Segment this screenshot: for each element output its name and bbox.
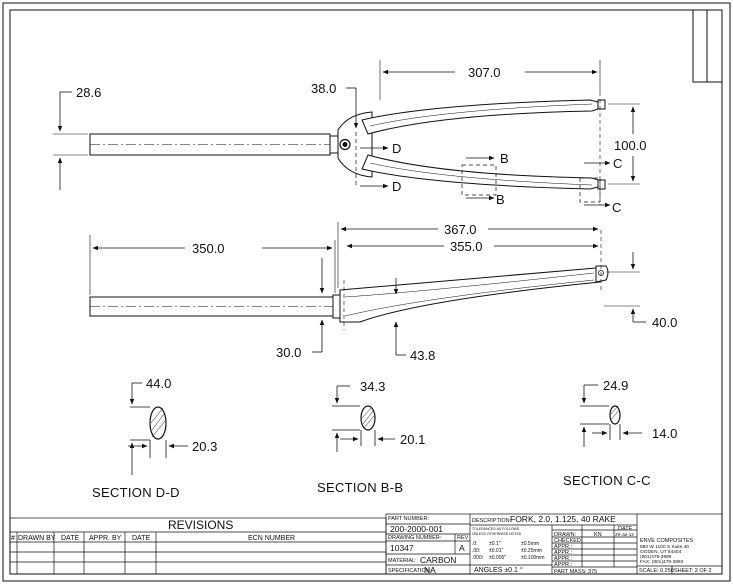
tol-row-1-mm: ±0.5mm: [521, 541, 539, 547]
section-d-d: [128, 382, 188, 475]
section-b-title: SECTION B-B: [317, 480, 403, 495]
tol-row-2-in: ±0.01": [489, 548, 503, 554]
title-block-grid: [385, 513, 723, 575]
section-c-major-dim: 24.9: [603, 378, 628, 393]
section-c-title: SECTION C-C: [563, 473, 651, 488]
section-b-b: [332, 385, 395, 452]
dim-axle-to-crown: 355.0: [450, 239, 483, 254]
appr-label-3: APPR.:: [554, 556, 573, 562]
rev-col-appr-by: APPR. BY: [89, 535, 122, 542]
section-c-minor-dim: 14.0: [652, 426, 677, 441]
appr-label-4: APPR.:: [554, 562, 573, 568]
material-value: CARBON: [420, 555, 456, 565]
tol-row-1-key: .0:: [472, 541, 478, 547]
angles-tolerance: ANGLES ±0.1 °: [474, 566, 523, 574]
rev-col-ecn: ECN NUMBER: [248, 535, 295, 542]
section-label-c-top: C: [613, 156, 622, 171]
drawn-label: DRAWN:: [554, 532, 577, 538]
section-label-b-bottom: B: [496, 192, 505, 207]
tol-row-2-mm: ±0.25mm: [521, 548, 542, 554]
drawing-number-label: DRAWING NUMBER:: [388, 535, 442, 541]
tol-row-3-mm: ±0.100mm: [521, 555, 545, 561]
section-label-c-bottom: C: [612, 200, 621, 215]
company-address-1: 880 W 1100 S Suite 40: [640, 544, 689, 550]
appr-label-1: APPR.:: [554, 544, 573, 550]
dim-overall-length: 367.0: [444, 222, 477, 237]
part-number-value: 200-2000-001: [390, 524, 443, 534]
specification-label: SPECIFICATION:: [388, 568, 432, 574]
section-label-b-top: B: [500, 151, 509, 166]
specification-value: NA: [424, 565, 436, 575]
part-mass-value: 375: [588, 569, 597, 575]
dim-steerer-length: 350.0: [192, 241, 225, 256]
rev-col-drawn-by: DRAWN BY: [18, 535, 56, 542]
checked-label: CHECKED:: [554, 538, 583, 544]
fork-side-view: [89, 222, 646, 356]
company-name: ENVE COMPOSITES: [640, 538, 694, 544]
drawn-date-value: 29-Jul-12: [615, 532, 634, 537]
tolerance-note-2: UNLESS OTHERWISE NOTED: [472, 532, 522, 536]
dim-rake: 40.0: [652, 315, 677, 330]
section-b-minor-dim: 20.1: [400, 432, 425, 447]
tol-row-2-key: .00:: [472, 548, 480, 554]
tol-row-1-in: ±0.1": [489, 541, 501, 547]
rev-value: A: [459, 543, 465, 553]
section-label-d-top: D: [392, 141, 401, 156]
dim-blade-length: 307.0: [468, 65, 501, 80]
description-label: DESCRIPTION:: [472, 518, 512, 524]
section-c-c: [580, 384, 642, 447]
tolerance-note-1: TOLERANCES AS FOLLOWS: [472, 527, 520, 531]
scale-value: SCALE: 0.250: [639, 568, 674, 574]
date-header: DATE: [618, 526, 633, 532]
section-d-major-dim: 44.0: [146, 376, 171, 391]
part-number-label: PART NUMBER:: [388, 516, 429, 522]
dim-dropout-spacing: 100.0: [614, 138, 647, 153]
fork-top-view: [53, 60, 640, 208]
tol-row-3-in: ±0.005": [489, 555, 506, 561]
drawn-by-value: KN: [594, 532, 602, 538]
dim-crown-race: 43.8: [410, 348, 435, 363]
revisions-title: REVISIONS: [168, 518, 233, 532]
rev-col-date: DATE: [61, 535, 79, 542]
dim-steerer-diameter: 28.6: [76, 85, 101, 100]
drawing-number-value: 10347: [390, 543, 414, 553]
rev-col-date-2: DATE: [132, 535, 150, 542]
sheet-value: SHEET: 2 OF 2: [674, 568, 712, 574]
tol-row-3-key: .000:: [472, 555, 483, 561]
rev-label: REV: [457, 535, 469, 541]
company-fax: FAX: (801)479-3993: [640, 559, 684, 565]
company-phone: (801)479-3999: [640, 554, 672, 560]
material-label: MATERIAL:: [388, 558, 417, 564]
dim-crown-width: 38.0: [311, 81, 336, 96]
dim-steerer-base: 30.0: [276, 345, 301, 360]
section-d-title: SECTION D-D: [92, 485, 180, 500]
part-mass-label: PART MASS:: [554, 569, 587, 575]
company-address-2: OGDEN, UT 84404: [640, 549, 682, 555]
section-b-major-dim: 34.3: [360, 379, 385, 394]
section-label-d-bottom: D: [392, 179, 401, 194]
section-d-minor-dim: 20.3: [192, 439, 217, 454]
appr-label-2: APPR.:: [554, 550, 573, 556]
description-value: FORK, 2.0, 1.125, 40 RAKE: [510, 514, 616, 524]
rev-col-number: #: [11, 535, 15, 542]
